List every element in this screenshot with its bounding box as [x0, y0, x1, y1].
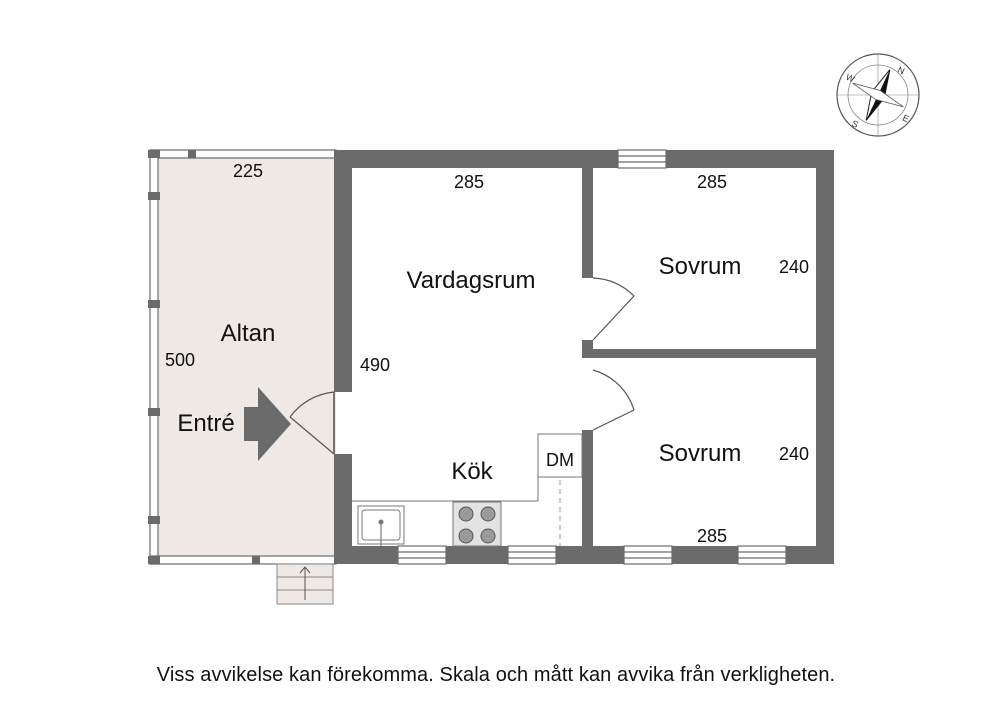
walls — [334, 150, 834, 564]
window-bottom — [623, 545, 673, 565]
room-label-entre: Entré — [177, 410, 234, 437]
dimension-vardagsrum-width: 285 — [454, 172, 484, 192]
room-label-altan: Altan — [221, 320, 276, 347]
terrace-railing-top — [149, 149, 337, 159]
dimension-sovrum-2-width: 285 — [697, 526, 727, 546]
wall-bottom — [786, 546, 834, 564]
room-label-dm: DM — [546, 450, 574, 470]
terrace-post — [148, 556, 160, 564]
terrace-post — [148, 408, 160, 416]
bedroom-door-lower — [592, 369, 635, 431]
windows — [397, 149, 787, 565]
window-bottom — [397, 545, 447, 565]
compass-icon: N E S W — [836, 53, 920, 137]
wall-bottom — [556, 546, 624, 564]
terrace-post — [188, 150, 196, 158]
room-label-sovrum-1: Sovrum — [659, 253, 742, 280]
stove-icon — [452, 501, 502, 547]
room-label-kok: Kök — [451, 458, 493, 485]
window-bottom — [737, 545, 787, 565]
dimension-sovrum-1-width: 285 — [697, 172, 727, 192]
terrace-post — [148, 516, 160, 524]
wall-bedrooms-divider — [593, 349, 816, 358]
dimension-sovrum-1-depth: 240 — [779, 257, 809, 277]
dimension-living-length: 490 — [360, 355, 390, 375]
kitchen — [352, 433, 583, 547]
room-label-sovrum-2: Sovrum — [659, 440, 742, 467]
wall-interior-lower — [582, 430, 593, 546]
terrace-railing-bottom — [149, 555, 337, 565]
dimension-altan-length: 500 — [165, 350, 195, 370]
wall-bottom — [446, 546, 508, 564]
entrance-steps — [276, 563, 334, 605]
doors — [289, 277, 635, 455]
wall-top-right — [666, 150, 834, 168]
wall-interior-mid — [582, 340, 593, 358]
bedroom-door-upper — [592, 277, 635, 341]
wall-top-left — [334, 150, 618, 168]
window-top — [617, 149, 667, 169]
dimension-sovrum-2-depth: 240 — [779, 444, 809, 464]
compass-n: N — [896, 65, 906, 77]
wall-bottom — [672, 546, 738, 564]
entrance-door — [289, 391, 335, 455]
terrace-post — [148, 300, 160, 308]
terrace — [148, 149, 337, 605]
compass-e: E — [901, 113, 911, 125]
disclaimer-text: Viss avvikelse kan förekomma. Skala och … — [156, 664, 836, 686]
dimension-altan-width: 225 — [233, 161, 263, 181]
terrace-floor — [152, 152, 336, 564]
terrace-railing-left — [149, 149, 159, 565]
wall-left-upper — [334, 150, 352, 392]
entry-arrow-icon — [244, 387, 291, 461]
wall-interior-upper — [582, 168, 593, 278]
wall-left-lower — [334, 454, 352, 564]
window-bottom — [507, 545, 557, 565]
terrace-post — [252, 556, 260, 564]
terrace-post — [148, 192, 160, 200]
sink-icon — [357, 505, 405, 546]
terrace-post — [148, 150, 160, 158]
wall-right — [816, 150, 834, 564]
dishwasher-box — [537, 433, 583, 478]
compass-s: S — [850, 118, 860, 130]
room-label-vardagsrum: Vardagsrum — [407, 267, 536, 294]
